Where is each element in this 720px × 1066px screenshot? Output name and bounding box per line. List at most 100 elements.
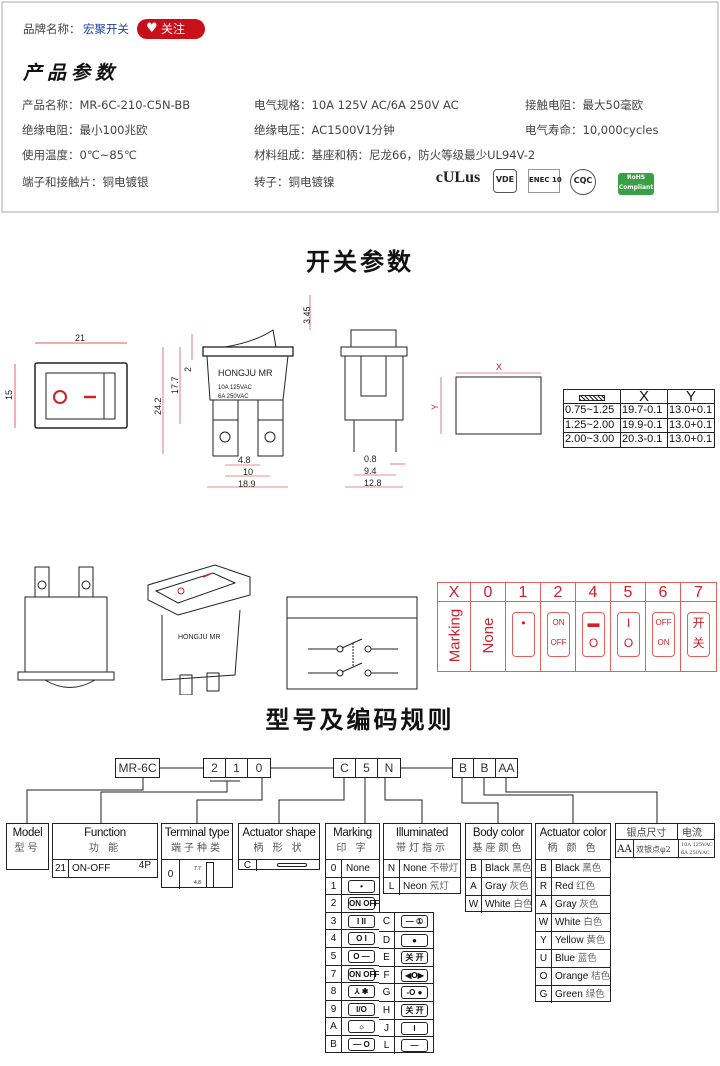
value-cn: 白色 [513,899,533,910]
rohs-cert-logo: RoHS Compliant [618,173,654,195]
code-key: U [536,950,552,967]
code-key: 7 [326,965,342,983]
circuit-diagram-icon [286,596,418,690]
header-cn: 功 能 [88,843,122,854]
code-key: 4 [326,930,342,947]
marking-icon: — ① [401,915,428,928]
switch-params-title: 开关参数 [306,248,414,276]
table-row: 8⅄ ✱ [326,982,379,1000]
marking-glyph: OFF [550,638,567,647]
table-header: Function 功 能 [53,824,157,856]
dim-overall: 24.2 [153,397,163,415]
cqc-cert-logo: CQC [570,169,596,195]
header-en: Body color [472,827,525,839]
table-row: D● [379,930,433,949]
dim-rim: 2 [183,367,193,372]
follow-button[interactable]: ♥关注 [137,19,205,39]
table-row: F◀O▶ [379,965,433,984]
header-y: Y [667,389,715,404]
cutout-y-label: Y [430,404,440,410]
switch-illustrations: HONGJU MR [17,564,418,695]
code-segment: C [333,758,356,778]
code-key: Y [536,932,552,949]
value-en: White [555,917,584,928]
header-cn: 带灯指示 [396,843,448,854]
header-cn: 柄 颜 色 [547,843,599,854]
current-rating: 10A 125VAC [681,842,713,848]
switch-rear-image [17,566,115,688]
code-key: B [466,860,482,877]
marking-icon: -O ● [401,986,428,1000]
value-cn: 灰色 [509,881,529,892]
marking-code: 1 [506,583,540,602]
terminal-dim: 7.7 [194,866,201,872]
dim-height: 15 [4,390,14,400]
table-row: C [239,859,319,871]
ul-cert-logo: cULus [435,169,481,186]
marking-icon: I II [348,914,375,928]
code-key: B [326,1036,342,1053]
pin-count: 4P [138,860,151,871]
table-header: Actuator color 柄 颜 色 [536,824,610,856]
value-cn: 黑色 [582,863,602,874]
follow-label: 关注 [161,22,186,36]
code-value: Gray 灰色 [485,878,528,895]
brand-link[interactable]: 宏聚开关 [83,22,129,36]
marking-glyph: O [623,636,634,650]
code-key: 3 [326,912,342,930]
marking-icon: — O [348,1038,375,1051]
side-view [162,295,311,488]
dim-side-width: 12.8 [364,478,382,488]
code-value: ON-OFF [72,863,111,874]
value-en: Gray [485,881,510,892]
value-cn: 蓝色 [577,953,597,964]
value-en: Red [555,881,577,892]
code-segment: N [377,758,401,778]
code-segment: AA [495,758,518,778]
marking-icon: ☼ [348,1020,375,1034]
marking-icon: 关 开 [401,951,428,965]
header-en: Actuator color [539,827,607,839]
code-key: J [379,1019,395,1037]
header-en: Illuminated [395,827,449,839]
header-silver-size: 银点尺寸 [616,824,678,839]
marking-icon: I/O [348,1002,375,1016]
code-segment: 2 [203,758,226,778]
marking-option-icon: • [512,612,535,657]
marking-icon: O — [348,950,375,963]
marking-column: 4▬O [576,583,611,671]
marking-icon: 关 开 [401,1004,428,1017]
code-value: Neon 氖灯 [403,878,449,895]
vde-cert-logo: VDE [493,169,517,193]
code-segment: 1 [225,758,248,778]
param-item: 产品名称：MR-6C-210-C5N-BB [22,98,191,112]
marking-glyph: I [626,616,631,630]
header-en: Function [84,827,126,839]
code-value: Gray 灰色 [555,896,598,913]
value-cn: 黑色 [512,863,532,874]
